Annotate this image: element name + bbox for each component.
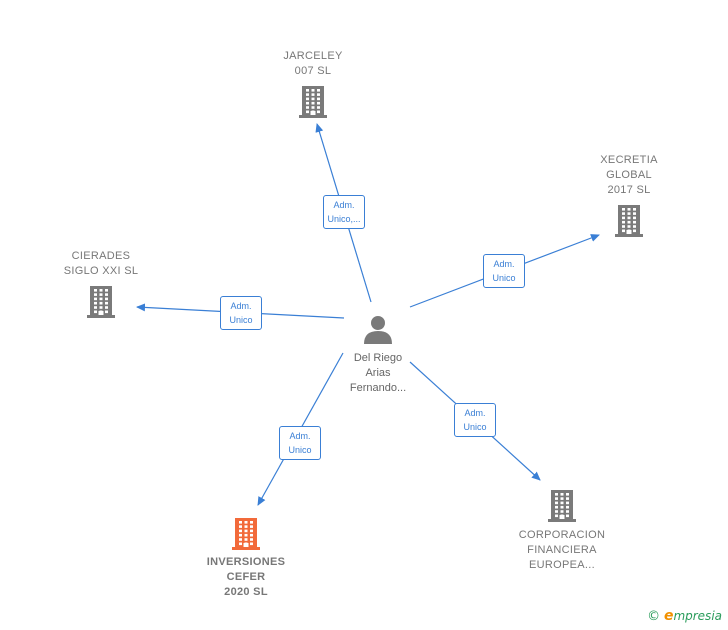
relation-label-jarceley[interactable]: Adm. Unico,... (323, 195, 365, 229)
footer-brand[interactable]: © empresia (647, 608, 722, 624)
building-icon-xecretia[interactable] (615, 205, 643, 237)
company-label-line: GLOBAL (606, 169, 652, 181)
relation-label-text: Unico (229, 315, 253, 325)
company-label-line: 2017 SL (607, 184, 651, 196)
relation-label-text: Adm. (333, 200, 355, 210)
company-label-corporacion[interactable]: CORPORACION FINANCIERA EUROPEA... (519, 528, 605, 573)
company-label-line: JARCELEY (283, 50, 343, 62)
company-label-line: CEFER (226, 571, 266, 583)
relation-label-text: Adm. (493, 259, 515, 269)
building-icon-jarceley[interactable] (299, 86, 327, 118)
building-icon-cierades[interactable] (87, 286, 115, 318)
relation-label-text: Unico (463, 422, 487, 432)
building-icon-inversiones[interactable] (232, 518, 260, 550)
company-label-line: CIERADES (71, 250, 131, 262)
relation-label-inversiones[interactable]: Adm. Unico (279, 426, 321, 460)
company-label-xecretia[interactable]: XECRETIA GLOBAL 2017 SL (600, 153, 657, 198)
relation-label-text: Adm. (464, 408, 486, 418)
building-icon-corporacion[interactable] (548, 490, 576, 522)
company-label-line: SIGLO XXI SL (63, 265, 139, 277)
company-label-line: EUROPEA... (529, 559, 595, 571)
relation-label-text: Unico,... (327, 214, 361, 224)
person-label-line: Arias (365, 367, 391, 379)
relation-label-text: Unico (288, 445, 312, 455)
person-label-line: Fernando... (349, 382, 407, 394)
company-label-line: INVERSIONES (206, 556, 286, 568)
relation-label-xecretia[interactable]: Adm. Unico (483, 254, 525, 288)
relation-label-corporacion[interactable]: Adm. Unico (454, 403, 496, 437)
person-label-line: Del Riego (353, 352, 403, 364)
copyright-symbol: © (647, 609, 661, 624)
company-label-cierades[interactable]: CIERADES SIGLO XXI SL (64, 249, 139, 279)
brand-logo-initial: e (663, 608, 674, 624)
person-icon[interactable] (364, 316, 392, 344)
relation-label-text: Adm. (230, 301, 252, 311)
company-label-line: 2020 SL (224, 586, 268, 598)
relation-label-text: Adm. (289, 431, 311, 441)
relation-label-text: Unico (492, 273, 516, 283)
relation-label-cierades[interactable]: Adm. Unico (220, 296, 262, 330)
company-label-line: 007 SL (294, 65, 332, 77)
company-label-line: XECRETIA (600, 154, 658, 166)
company-label-jarceley[interactable]: JARCELEY 007 SL (283, 49, 342, 79)
company-label-line: FINANCIERA (527, 544, 597, 556)
company-label-inversiones[interactable]: INVERSIONES CEFER 2020 SL (207, 555, 286, 600)
company-label-line: CORPORACION (518, 529, 606, 541)
brand-logo-text: mpresia (673, 609, 722, 623)
